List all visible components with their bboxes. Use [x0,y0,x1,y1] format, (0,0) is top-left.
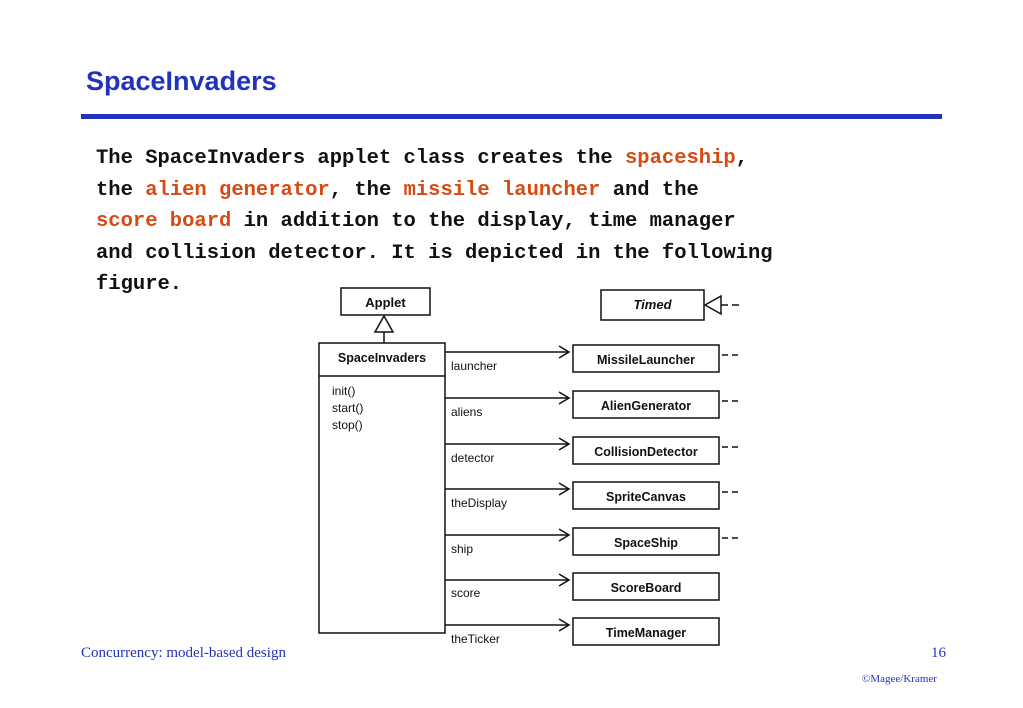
title-underline [81,114,942,119]
association-arrowhead [558,573,571,587]
inheritance-arrowhead [373,314,395,333]
collisiondetector-class-name: CollisionDetector [594,445,698,459]
highlight-score-board: score board [96,210,232,234]
copyright-notice: ©Magee/Kramer [862,673,937,685]
method-label: stop() [332,418,363,432]
method-label: start() [332,401,363,415]
highlight-spaceship: spaceship [625,147,736,170]
association-role-label: detector [451,451,494,465]
association-role-label: theTicker [451,632,500,646]
collisiondetector-class-box [572,436,720,465]
page-number: 16 [931,645,946,661]
spaceship-class-name: SpaceShip [614,536,678,550]
association-role-label: theDisplay [451,496,507,510]
association-role-label: aliens [451,405,482,419]
highlight-alien-generator: alien generator [145,178,330,202]
association-arrowhead [558,482,571,496]
realization-arrowhead [703,294,722,316]
missilelauncher-class-box [572,344,720,373]
timed-interface-name: Timed [633,297,672,312]
body-text-part: and the [612,178,699,202]
association-arrowhead [558,437,571,451]
applet-class-box [340,287,431,316]
timemanager-class-name: TimeManager [606,626,686,640]
association-arrowhead [558,391,571,405]
association-role-label: ship [451,542,473,556]
body-text-part: The SpaceInvaders applet class creates t… [96,147,625,170]
timed-interface-box [600,289,705,321]
missilelauncher-class-name: MissileLauncher [597,353,695,367]
association-arrowhead [558,618,571,632]
timemanager-class-box [572,617,720,646]
aliengenerator-class-name: AlienGenerator [601,399,691,413]
spaceinvaders-class-box [318,342,446,634]
association-role-label: score [451,586,481,600]
body-text-part: , the [329,178,404,202]
highlight-missile-launcher: missile launcher [403,178,601,202]
method-label: init() [332,384,355,398]
applet-class-name: Applet [365,295,406,310]
slide-body-text: The SpaceInvaders applet class creates t… [96,143,976,301]
association-arrowhead [558,345,571,359]
body-text-part: in addition to the display, time manager… [96,210,773,297]
scoreboard-class-box [572,572,720,601]
spaceship-class-box [572,527,720,556]
footer-course-title: Concurrency: model-based design [81,645,286,661]
association-arrowhead [558,528,571,542]
spritecanvas-class-box [572,481,720,510]
spaceinvaders-class-name: SpaceInvaders [338,351,426,365]
spritecanvas-class-name: SpriteCanvas [606,490,686,504]
slide-title: SpaceInvaders [86,66,277,96]
association-role-label: launcher [451,359,497,373]
aliengenerator-class-box [572,390,720,419]
scoreboard-class-name: ScoreBoard [611,581,682,595]
body-text-part: , the [96,147,749,202]
